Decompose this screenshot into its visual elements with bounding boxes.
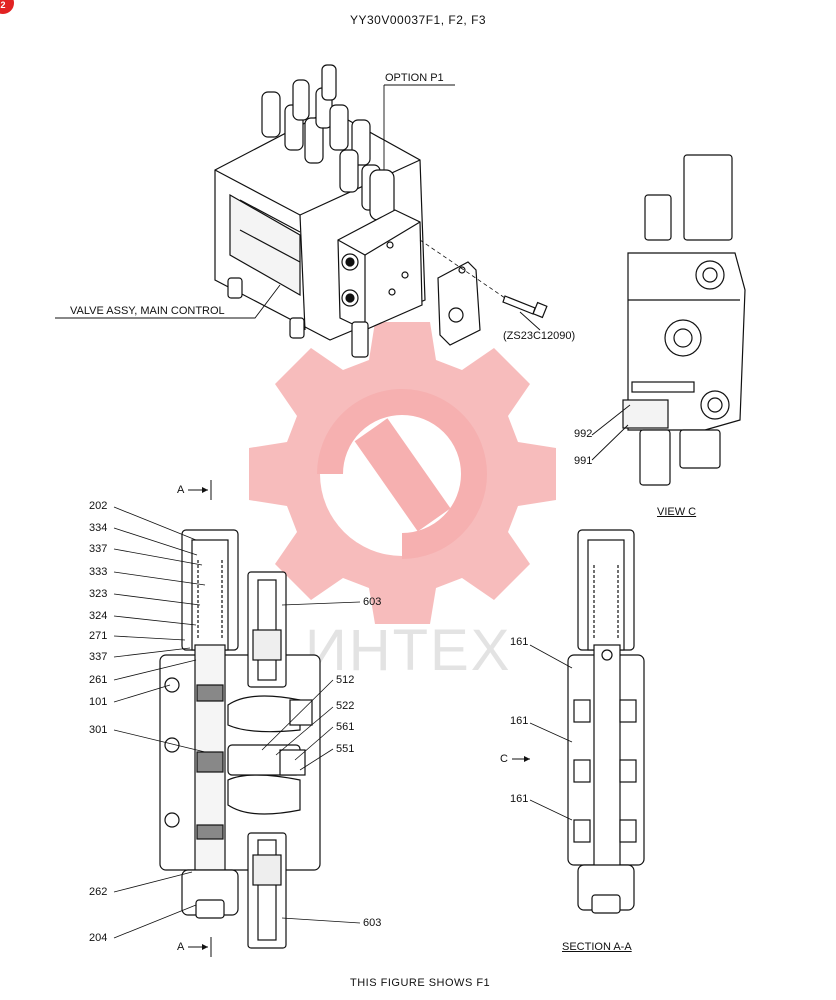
assembly-centerline: [419, 239, 506, 299]
label-992-leader: [591, 404, 631, 436]
right-label-522: 522: [336, 700, 355, 712]
left-label-337: 337: [89, 543, 108, 555]
left-label-204: 204: [89, 932, 108, 944]
right-label-603-bottom: 603: [363, 917, 382, 929]
watermark-wrench-ring: [317, 389, 487, 559]
left-section-drawing: [159, 529, 321, 949]
right-label-512: 512: [336, 674, 355, 686]
page-badge-number: 2: [0, 0, 6, 10]
left-label-262: 262: [89, 886, 108, 898]
marker-a-top-arrowhead: [202, 487, 208, 493]
left-leaders: [113, 506, 206, 939]
left-label-271: 271: [89, 630, 108, 642]
figure-footer: THIS FIGURE SHOWS F1: [350, 977, 491, 989]
bolt-leader: [519, 311, 541, 331]
valve-assy-label: VALVE ASSY, MAIN CONTROL: [70, 305, 225, 317]
right-leaders: [261, 601, 361, 924]
left-label-261: 261: [89, 674, 108, 686]
section-aa-leaders: [529, 644, 573, 821]
right-label-603-top: 603: [363, 596, 382, 608]
page-badge: 2: [0, 0, 14, 14]
bolt-part-label: (ZS23C12090): [503, 330, 576, 342]
left-label-334: 334: [89, 522, 108, 534]
option-p1-label: OPTION P1: [385, 72, 444, 84]
left-label-324: 324: [89, 610, 108, 622]
left-label-101: 101: [89, 696, 108, 708]
view-c-label-991: 991: [574, 455, 593, 467]
section-label-161-a: 161: [510, 636, 529, 648]
marker-a-top: A: [177, 484, 185, 496]
marker-a-bottom-arrowhead: [202, 944, 208, 950]
watermark-text: ИНТЕХ: [305, 618, 512, 683]
left-label-202: 202: [89, 500, 108, 512]
left-label-333: 333: [89, 566, 108, 578]
valve-assy-iso: [214, 64, 426, 358]
view-c-title: VIEW C: [657, 506, 697, 518]
watermark-wrench-shaft: [354, 418, 451, 532]
right-label-561: 561: [336, 721, 355, 733]
left-label-301: 301: [89, 724, 108, 736]
section-label-161-b: 161: [510, 715, 529, 727]
flange-plate-exploded: [437, 261, 481, 346]
bolt-exploded: [502, 295, 548, 319]
section-aa-title: SECTION A-A: [562, 941, 632, 953]
section-aa-drawing: [567, 529, 645, 914]
valve-leader: [55, 284, 281, 319]
section-label-161-c: 161: [510, 793, 529, 805]
left-label-337b: 337: [89, 651, 108, 663]
marker-c-arrowhead: [524, 756, 530, 762]
view-c-label-992: 992: [574, 428, 593, 440]
left-label-323: 323: [89, 588, 108, 600]
marker-a-bottom: A: [177, 941, 185, 953]
label-991-leader: [591, 424, 629, 461]
view-c-marker: C: [500, 753, 508, 765]
view-c-drawing: [622, 154, 746, 486]
page-title: YY30V00037F1, F2, F3: [350, 13, 487, 27]
right-label-551: 551: [336, 743, 355, 755]
